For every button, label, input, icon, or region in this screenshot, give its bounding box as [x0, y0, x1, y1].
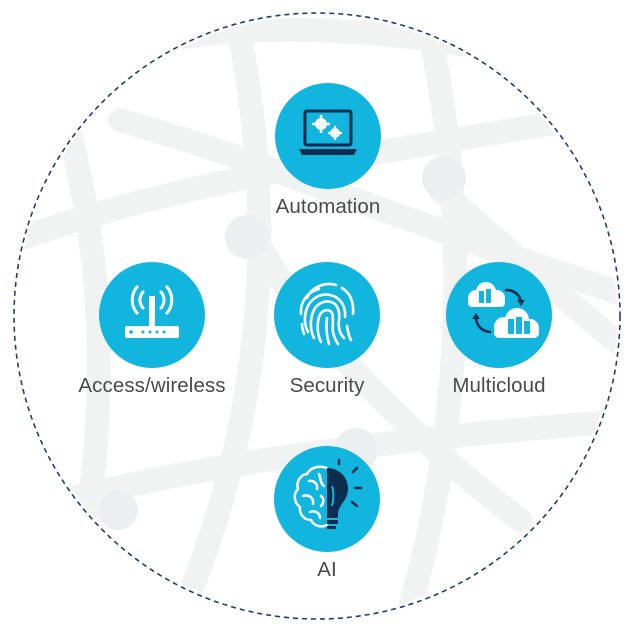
fingerprint-icon — [299, 282, 355, 346]
cloud-sync-icon — [468, 282, 539, 338]
brain-lightbulb-icon — [293, 458, 363, 529]
security-badge — [274, 262, 380, 368]
ai-badge — [274, 446, 380, 552]
access-wireless-badge — [99, 262, 205, 368]
node-security: Security — [237, 262, 417, 422]
laptop-gears-icon — [299, 109, 357, 155]
wireless-router-icon — [125, 285, 179, 338]
node-ai: AI — [237, 446, 417, 606]
security-label: Security — [289, 374, 365, 397]
node-automation: Automation — [238, 83, 418, 243]
node-access-wireless: Access/wireless — [62, 262, 242, 422]
multicloud-badge — [446, 262, 552, 368]
dashed-ring — [13, 12, 621, 620]
ai-label: AI — [317, 558, 337, 581]
access-wireless-label: Access/wireless — [78, 374, 226, 397]
automation-label: Automation — [275, 195, 381, 218]
node-multicloud: Multicloud — [409, 262, 589, 422]
automation-badge — [275, 83, 381, 189]
multicloud-label: Multicloud — [452, 374, 546, 397]
